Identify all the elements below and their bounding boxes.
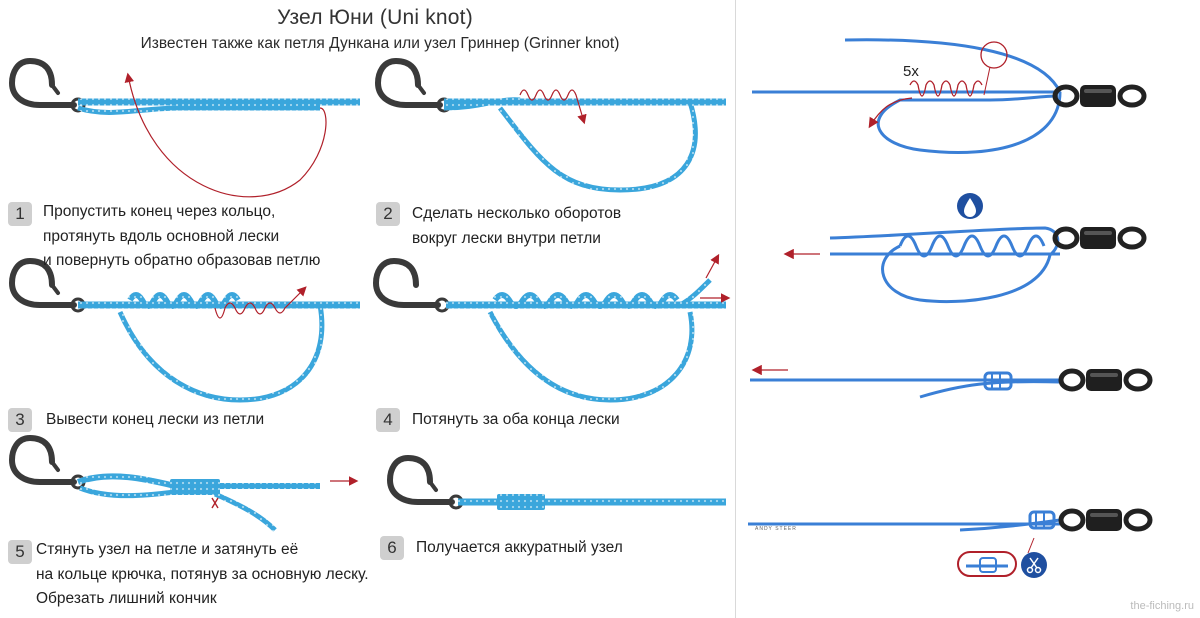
arrow-icon (124, 72, 327, 198)
scissors-icon (211, 497, 219, 509)
hook-icon (12, 438, 84, 488)
watermark: the-fiching.ru (1130, 600, 1194, 612)
trim-detail (957, 551, 1017, 577)
step-6-illustration (390, 458, 726, 510)
right-stage-1 (752, 38, 1144, 154)
arrow-icon (519, 89, 587, 125)
arrow-icon (705, 253, 720, 279)
page-subtitle: Известен также как петля Дункана или узе… (140, 35, 620, 52)
hook-icon (390, 458, 462, 508)
hook-icon (12, 61, 84, 111)
step-number: 3 (8, 408, 32, 432)
step-3-text: Вывести конец лески из петли (46, 411, 265, 428)
page-title: Узел Юни (Uni knot) (277, 6, 473, 29)
step-5-illustration (12, 438, 359, 532)
step-6-text: Получается аккуратный узел (416, 539, 623, 556)
turns-count-label: 5x (903, 63, 919, 80)
step-4-illustration (372, 253, 731, 403)
step-number: 2 (376, 202, 400, 226)
step-1-illustration (12, 61, 360, 198)
arrow-icon (868, 97, 913, 129)
scissors-icon (1026, 557, 1042, 574)
swivel-icon (1061, 369, 1150, 391)
water-drop-icon (964, 198, 976, 217)
step-number: 5 (8, 540, 32, 564)
panel-divider (735, 0, 736, 618)
step-2-illustration (378, 61, 726, 193)
illustration-credit: ANDY STEER (755, 526, 797, 532)
swivel-icon (1055, 227, 1144, 249)
swivel-icon (1055, 85, 1144, 107)
right-stage-2 (783, 193, 1144, 303)
arrow-icon (214, 286, 307, 319)
step-1-text: Пропустить конец через кольцо, протянуть… (43, 203, 321, 269)
step-4-text: Потянуть за оба конца лески (412, 411, 620, 428)
right-stage-3 (750, 364, 1150, 399)
step-number: 4 (376, 408, 400, 432)
right-stage-4 (748, 509, 1150, 578)
hook-icon (378, 61, 450, 111)
step-number: 6 (380, 536, 404, 560)
swivel-icon (1061, 509, 1150, 531)
step-number: 1 (8, 202, 32, 226)
step-5-text: Стянуть узел на петле и затянуть её на к… (36, 541, 369, 607)
step-3-illustration (12, 261, 360, 403)
step-2-text: Сделать несколько оборотов вокруг лески … (412, 205, 622, 247)
